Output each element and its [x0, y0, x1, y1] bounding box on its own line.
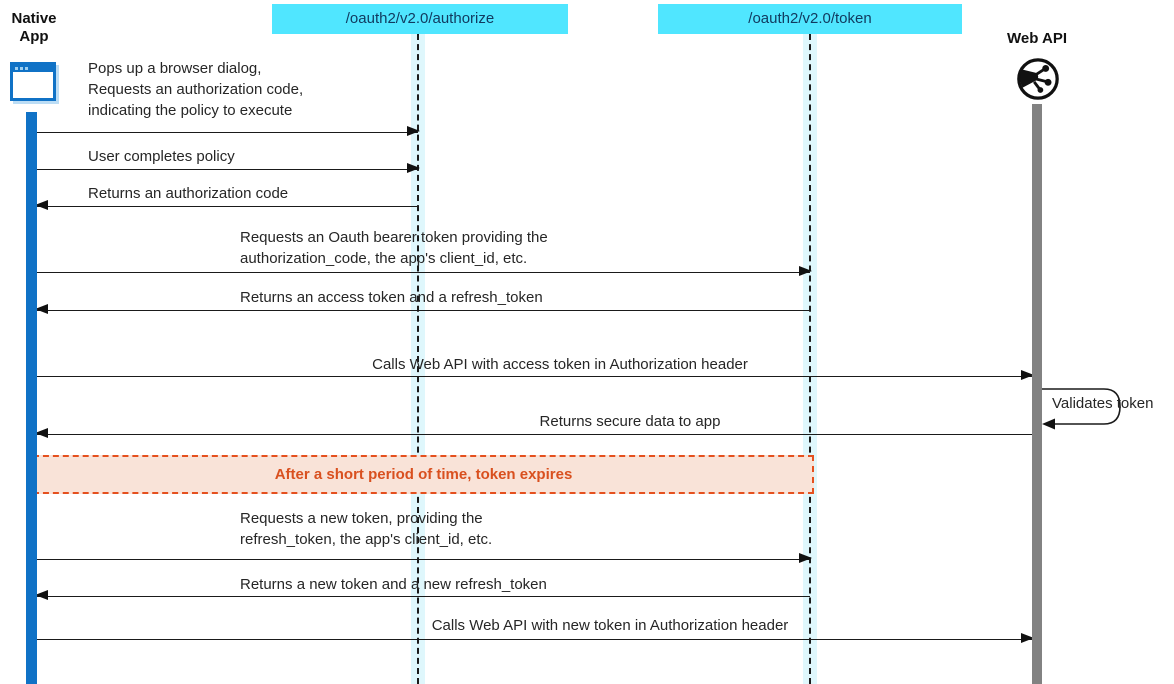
message-label: User completes policy	[88, 148, 235, 165]
message-label: Requests a new token, providing the refr…	[240, 510, 493, 548]
authorize-endpoint-header: /oauth2/v2.0/authorize	[272, 4, 568, 34]
self-loop-arrow	[1042, 383, 1132, 437]
message-arrow	[35, 428, 1032, 438]
globe-network-icon	[1015, 56, 1061, 106]
message-label: Pops up a browser dialog, Requests an au…	[88, 60, 304, 119]
message-arrow	[37, 163, 420, 173]
message-label: Calls Web API with access token in Autho…	[372, 356, 748, 373]
message-label: Returns an authorization code	[88, 185, 289, 202]
web-api-activation-bar	[1032, 104, 1042, 684]
message-label: Returns an access token and a refresh_to…	[240, 289, 543, 306]
message-label: Returns secure data to app	[539, 413, 721, 430]
authorize-lifeline-dash	[417, 34, 419, 684]
native-app-label: Native App	[11, 10, 57, 45]
token-lifeline-dash	[809, 34, 811, 684]
message-arrow	[37, 266, 812, 276]
message-arrow	[37, 126, 420, 136]
browser-titlebar	[12, 64, 54, 72]
message-label: Validates token	[1052, 395, 1154, 412]
native-app-activation-bar	[26, 112, 37, 684]
message-label: Returns a new token and a new refresh_to…	[240, 576, 547, 593]
browser-window-icon	[10, 62, 56, 101]
authorize-lifeline	[411, 34, 425, 684]
message-arrow	[37, 553, 812, 563]
message-label: Calls Web API with new token in Authoriz…	[431, 617, 789, 634]
web-api-label: Web API	[1006, 30, 1067, 47]
token-expiry-note: After a short period of time, token expi…	[33, 455, 814, 494]
message-arrow	[35, 304, 810, 314]
token-lifeline	[803, 34, 817, 684]
message-label: Requests an Oauth bearer token providing…	[240, 229, 548, 267]
token-endpoint-header: /oauth2/v2.0/token	[658, 4, 962, 34]
message-arrow	[37, 370, 1034, 380]
message-arrow	[35, 200, 418, 210]
message-arrow	[35, 590, 810, 600]
message-arrow	[37, 633, 1034, 643]
